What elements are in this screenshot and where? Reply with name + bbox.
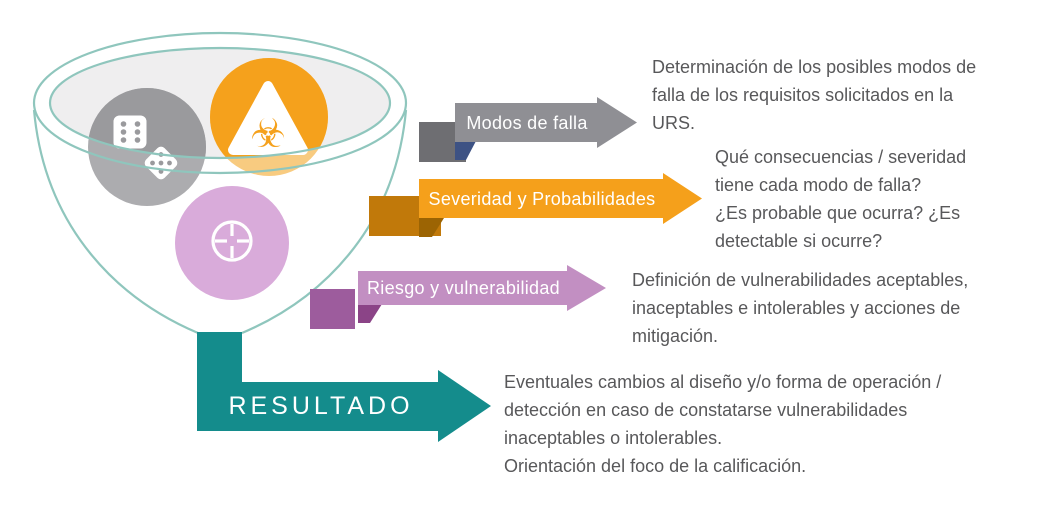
description-severidad: Qué consecuencias / severidad tiene cada… [715, 143, 966, 255]
text-line: Orientación del foco de la calificación. [504, 456, 807, 476]
banner-label-riesgo: Riesgo y vulnerabilidad [366, 278, 560, 298]
dice-circle [88, 88, 206, 206]
text-line: detectable si ocurre? [715, 231, 883, 251]
banner-label-severidad: Severidad y Probabilidades [428, 188, 656, 209]
text-line: Definición de vulnerabilidades aceptable… [632, 270, 969, 290]
biohazard-icon: ☣ [228, 81, 308, 157]
text-line: tiene cada modo de falla? [715, 175, 922, 195]
text-line: ¿Es probable que ocurra? ¿Es [715, 203, 961, 223]
text-line: detección en caso de constatarse vulnera… [504, 400, 908, 420]
target-icon [211, 220, 253, 262]
description-riesgo: Definición de vulnerabilidades aceptable… [632, 266, 968, 350]
text-line: Qué consecuencias / severidad [715, 147, 967, 167]
result-arrow [197, 332, 491, 442]
text-line: inaceptables e intolerables y acciones d… [632, 298, 961, 318]
text-line: URS. [652, 113, 696, 133]
banner-severidad [369, 173, 702, 237]
banner-riesgo [310, 265, 606, 329]
banner-label-modos-de-falla: Modos de falla [466, 112, 588, 133]
result-label: RESULTADO [228, 391, 414, 420]
target-circle [175, 186, 289, 300]
svg-text:☣: ☣ [250, 111, 286, 157]
banner-modos-de-falla [419, 97, 637, 162]
text-line: Determinación de los posibles modos de [652, 57, 977, 77]
text-line: Eventuales cambios al diseño y/o forma d… [504, 372, 942, 392]
funnel-outline [32, 31, 408, 335]
description-modos-de-falla: Determinación de los posibles modos de f… [652, 53, 976, 137]
text-line: falla de los requisitos solicitados en l… [652, 85, 954, 105]
text-line: mitigación. [632, 326, 719, 346]
description-resultado: Eventuales cambios al diseño y/o forma d… [504, 368, 941, 480]
text-line: inaceptables o intolerables. [504, 428, 723, 448]
